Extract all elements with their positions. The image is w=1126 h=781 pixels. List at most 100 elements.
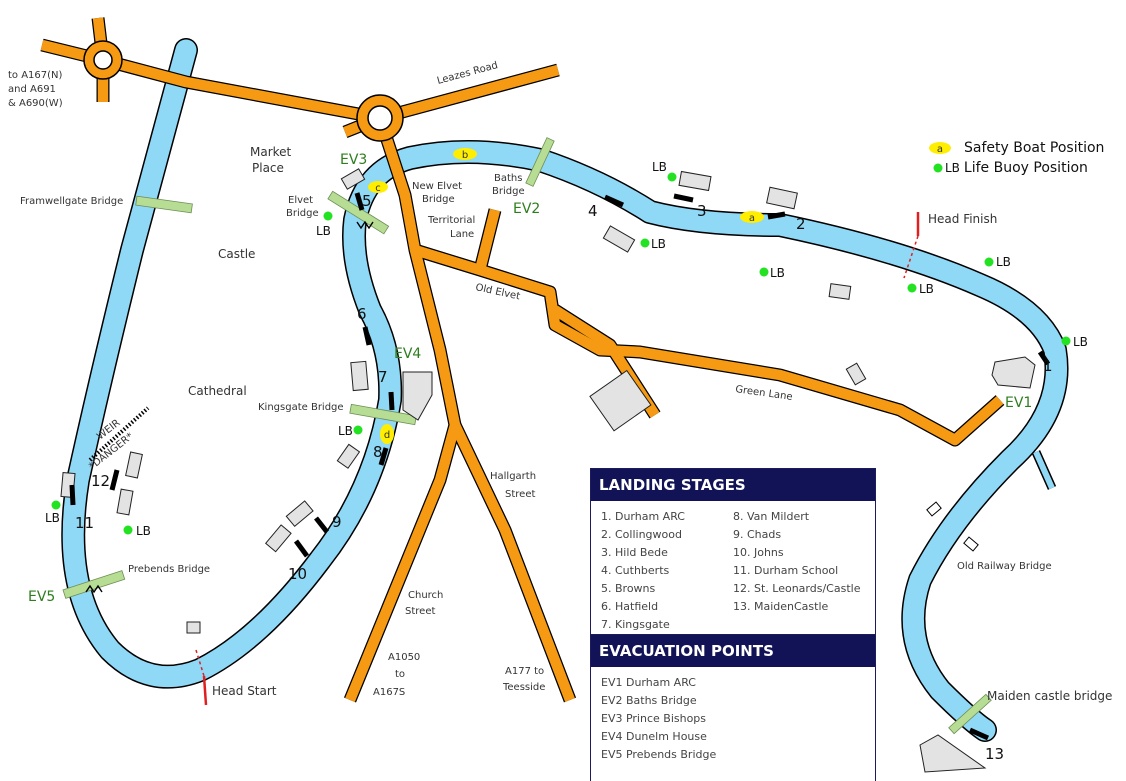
list-item: 11. Durham School xyxy=(733,564,839,577)
svg-text:Street: Street xyxy=(405,606,435,617)
svg-text:Place: Place xyxy=(252,161,284,175)
label-territorial-lane: Territorial xyxy=(427,215,475,226)
svg-text:and A691: and A691 xyxy=(8,84,56,95)
life-buoys: LB LB LB LB LB LB LB LB LB LB xyxy=(45,160,1088,538)
svg-text:to: to xyxy=(395,669,405,680)
marker-ev4: EV4 xyxy=(394,346,421,362)
list-item: EV3 Prince Bishops xyxy=(601,712,707,725)
label-green-lane: Green Lane xyxy=(735,384,794,403)
list-item: 7. Kingsgate xyxy=(601,618,670,631)
label-to-a167: to A167(N) xyxy=(8,70,63,81)
bridges xyxy=(62,137,992,735)
landing-stage-marks xyxy=(69,192,1051,741)
svg-text:Bridge: Bridge xyxy=(492,186,525,197)
svg-text:10: 10 xyxy=(288,565,307,583)
list-item: EV4 Dunelm House xyxy=(601,730,707,743)
list-item: 4. Cuthberts xyxy=(601,564,670,577)
safety-boat-a xyxy=(740,211,764,223)
evacuation-points-title: EVACUATION POINTS xyxy=(591,635,875,667)
label-a177: A177 to xyxy=(505,666,544,677)
marker-ev3: EV3 xyxy=(340,152,367,168)
svg-text:A167S: A167S xyxy=(373,687,405,698)
svg-text:6: 6 xyxy=(357,305,367,323)
label-kingsgate-bridge: Kingsgate Bridge xyxy=(258,402,344,413)
marker-ev1: EV1 xyxy=(1005,395,1032,411)
svg-text:Bridge: Bridge xyxy=(422,194,455,205)
label-head-start: Head Start xyxy=(212,684,277,698)
stage-numbers: 1 2 3 4 5 6 7 8 9 10 11 12 13 xyxy=(75,192,1053,763)
label-maiden-castle-bridge: Maiden castle bridge xyxy=(987,689,1112,703)
svg-text:11: 11 xyxy=(75,514,94,532)
evac-markers: EV1 EV2 EV3 EV4 EV5 xyxy=(28,152,1032,605)
label-church-street: Church xyxy=(408,590,443,601)
safety-boat-c xyxy=(368,181,388,193)
list-item: 8. Van Mildert xyxy=(733,510,810,523)
svg-text:LB: LB xyxy=(45,511,60,525)
label-castle: Castle xyxy=(218,247,255,261)
svg-text:Street: Street xyxy=(505,489,535,500)
svg-text:c: c xyxy=(375,183,381,194)
svg-text:3: 3 xyxy=(697,202,707,220)
label-old-railway-bridge: Old Railway Bridge xyxy=(957,561,1052,572)
weir-mark xyxy=(88,406,150,462)
list-item: 2. Collingwood xyxy=(601,528,682,541)
buildings xyxy=(60,168,1036,773)
legend-life-buoy: LB Life Buoy Position xyxy=(933,160,1088,176)
list-item: 12. St. Leonards/Castle xyxy=(733,582,861,595)
safety-boat-b xyxy=(453,148,477,160)
svg-text:Bridge: Bridge xyxy=(286,208,319,219)
label-elvet-bridge: Elvet xyxy=(288,195,313,206)
safety-boats: b a c d xyxy=(368,148,764,444)
label-cathedral: Cathedral xyxy=(188,384,247,398)
list-item: 1. Durham ARC xyxy=(601,510,685,523)
prebends-bridge xyxy=(62,570,126,599)
landing-stages-list-right: 8. Van Mildert 9. Chads 10. Johns 11. Durha… xyxy=(733,508,865,634)
marker-ev2: EV2 xyxy=(513,201,540,217)
kingsgate-bridge xyxy=(349,403,417,426)
list-item: EV1 Durham ARC xyxy=(601,676,696,689)
safety-boat-d xyxy=(380,424,394,444)
label-market-place: Market xyxy=(250,145,292,159)
maiden-castle-bridge xyxy=(948,693,992,735)
svg-text:LB: LB xyxy=(919,282,934,296)
svg-text:LB: LB xyxy=(136,524,151,538)
svg-text:LB: LB xyxy=(316,224,331,238)
svg-text:a: a xyxy=(937,144,943,155)
svg-text:Teesside: Teesside xyxy=(502,682,545,693)
list-item: 10. Johns xyxy=(733,546,784,559)
place-labels: to A167(N) and A691 & A690(W) Leazes Roa… xyxy=(8,60,1112,703)
svg-text:LB: LB xyxy=(1073,335,1088,349)
list-item: 13. MaidenCastle xyxy=(733,600,829,613)
svg-text:1: 1 xyxy=(1043,357,1053,375)
svg-text:b: b xyxy=(462,150,468,161)
svg-text:LB: LB xyxy=(338,424,353,438)
svg-text:LB: LB xyxy=(770,266,785,280)
label-prebends-bridge: Prebends Bridge xyxy=(128,564,210,575)
svg-text:13: 13 xyxy=(985,745,1004,763)
svg-text:d: d xyxy=(384,430,390,441)
label-new-elvet-bridge: New Elvet xyxy=(412,181,462,192)
svg-text:2: 2 xyxy=(796,215,806,233)
legend-safety-boat: a Safety Boat Position xyxy=(928,140,1104,156)
landing-stages-title: LANDING STAGES xyxy=(591,469,875,501)
landing-stages-panel: LANDING STAGES 1. Durham ARC 2. Collingwo… xyxy=(590,468,876,635)
river-wear xyxy=(61,38,1069,742)
label-a1050: A1050 xyxy=(388,652,420,663)
svg-text:5: 5 xyxy=(362,192,372,210)
svg-text:8: 8 xyxy=(373,443,383,461)
framwellgate-bridge xyxy=(135,195,193,214)
svg-text:a: a xyxy=(749,213,755,224)
svg-text:LB: LB xyxy=(652,160,667,174)
svg-text:Lane: Lane xyxy=(450,229,474,240)
svg-text:& A690(W): & A690(W) xyxy=(8,98,63,109)
list-item: 5. Browns xyxy=(601,582,656,595)
svg-text:4: 4 xyxy=(588,202,598,220)
svg-text:LB: LB xyxy=(651,237,666,251)
svg-text:7: 7 xyxy=(378,368,388,386)
label-hallgarth-street: Hallgarth xyxy=(490,471,536,482)
list-item: 9. Chads xyxy=(733,528,782,541)
